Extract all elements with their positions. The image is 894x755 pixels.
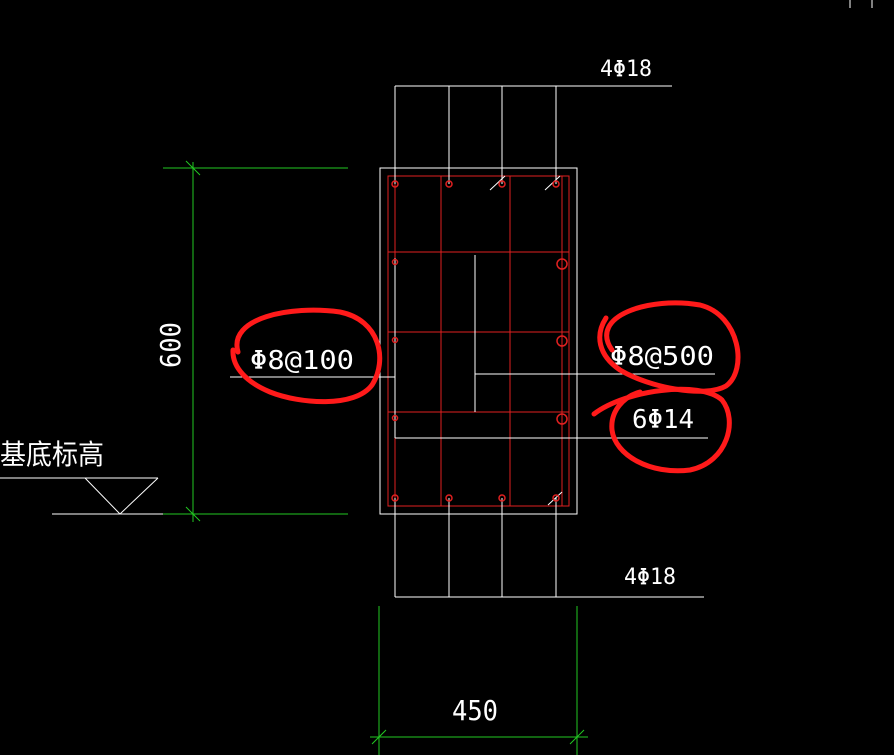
markup-circle-right	[597, 300, 741, 394]
rebar-bars	[391, 180, 568, 502]
markup-annotations	[230, 300, 741, 474]
height-dimension-label: 600	[154, 322, 187, 368]
side-rebar-label: 6Φ14	[632, 405, 694, 435]
bottom-rebar-leaders	[394, 491, 704, 598]
bottom-rebar-label: 4Φ18	[624, 565, 676, 590]
top-rebar-label: 4Φ18	[600, 57, 652, 82]
section-outline	[379, 167, 578, 515]
width-dimension	[370, 606, 588, 755]
corner-fragment	[849, 0, 873, 8]
height-dimension	[163, 160, 348, 522]
rebar-cage	[387, 175, 570, 507]
left-stirrup-label: Φ8@100	[250, 346, 354, 376]
base-elevation-label: 基底标高	[0, 438, 104, 471]
markup-circle-left	[230, 307, 383, 405]
inner-lines	[230, 255, 715, 439]
markup-circle-side	[591, 386, 732, 474]
width-dimension-label: 450	[452, 694, 498, 727]
right-stirrup-label: Φ8@500	[610, 342, 714, 372]
base-elevation-symbol	[0, 477, 163, 515]
top-rebar-leaders	[394, 85, 672, 191]
